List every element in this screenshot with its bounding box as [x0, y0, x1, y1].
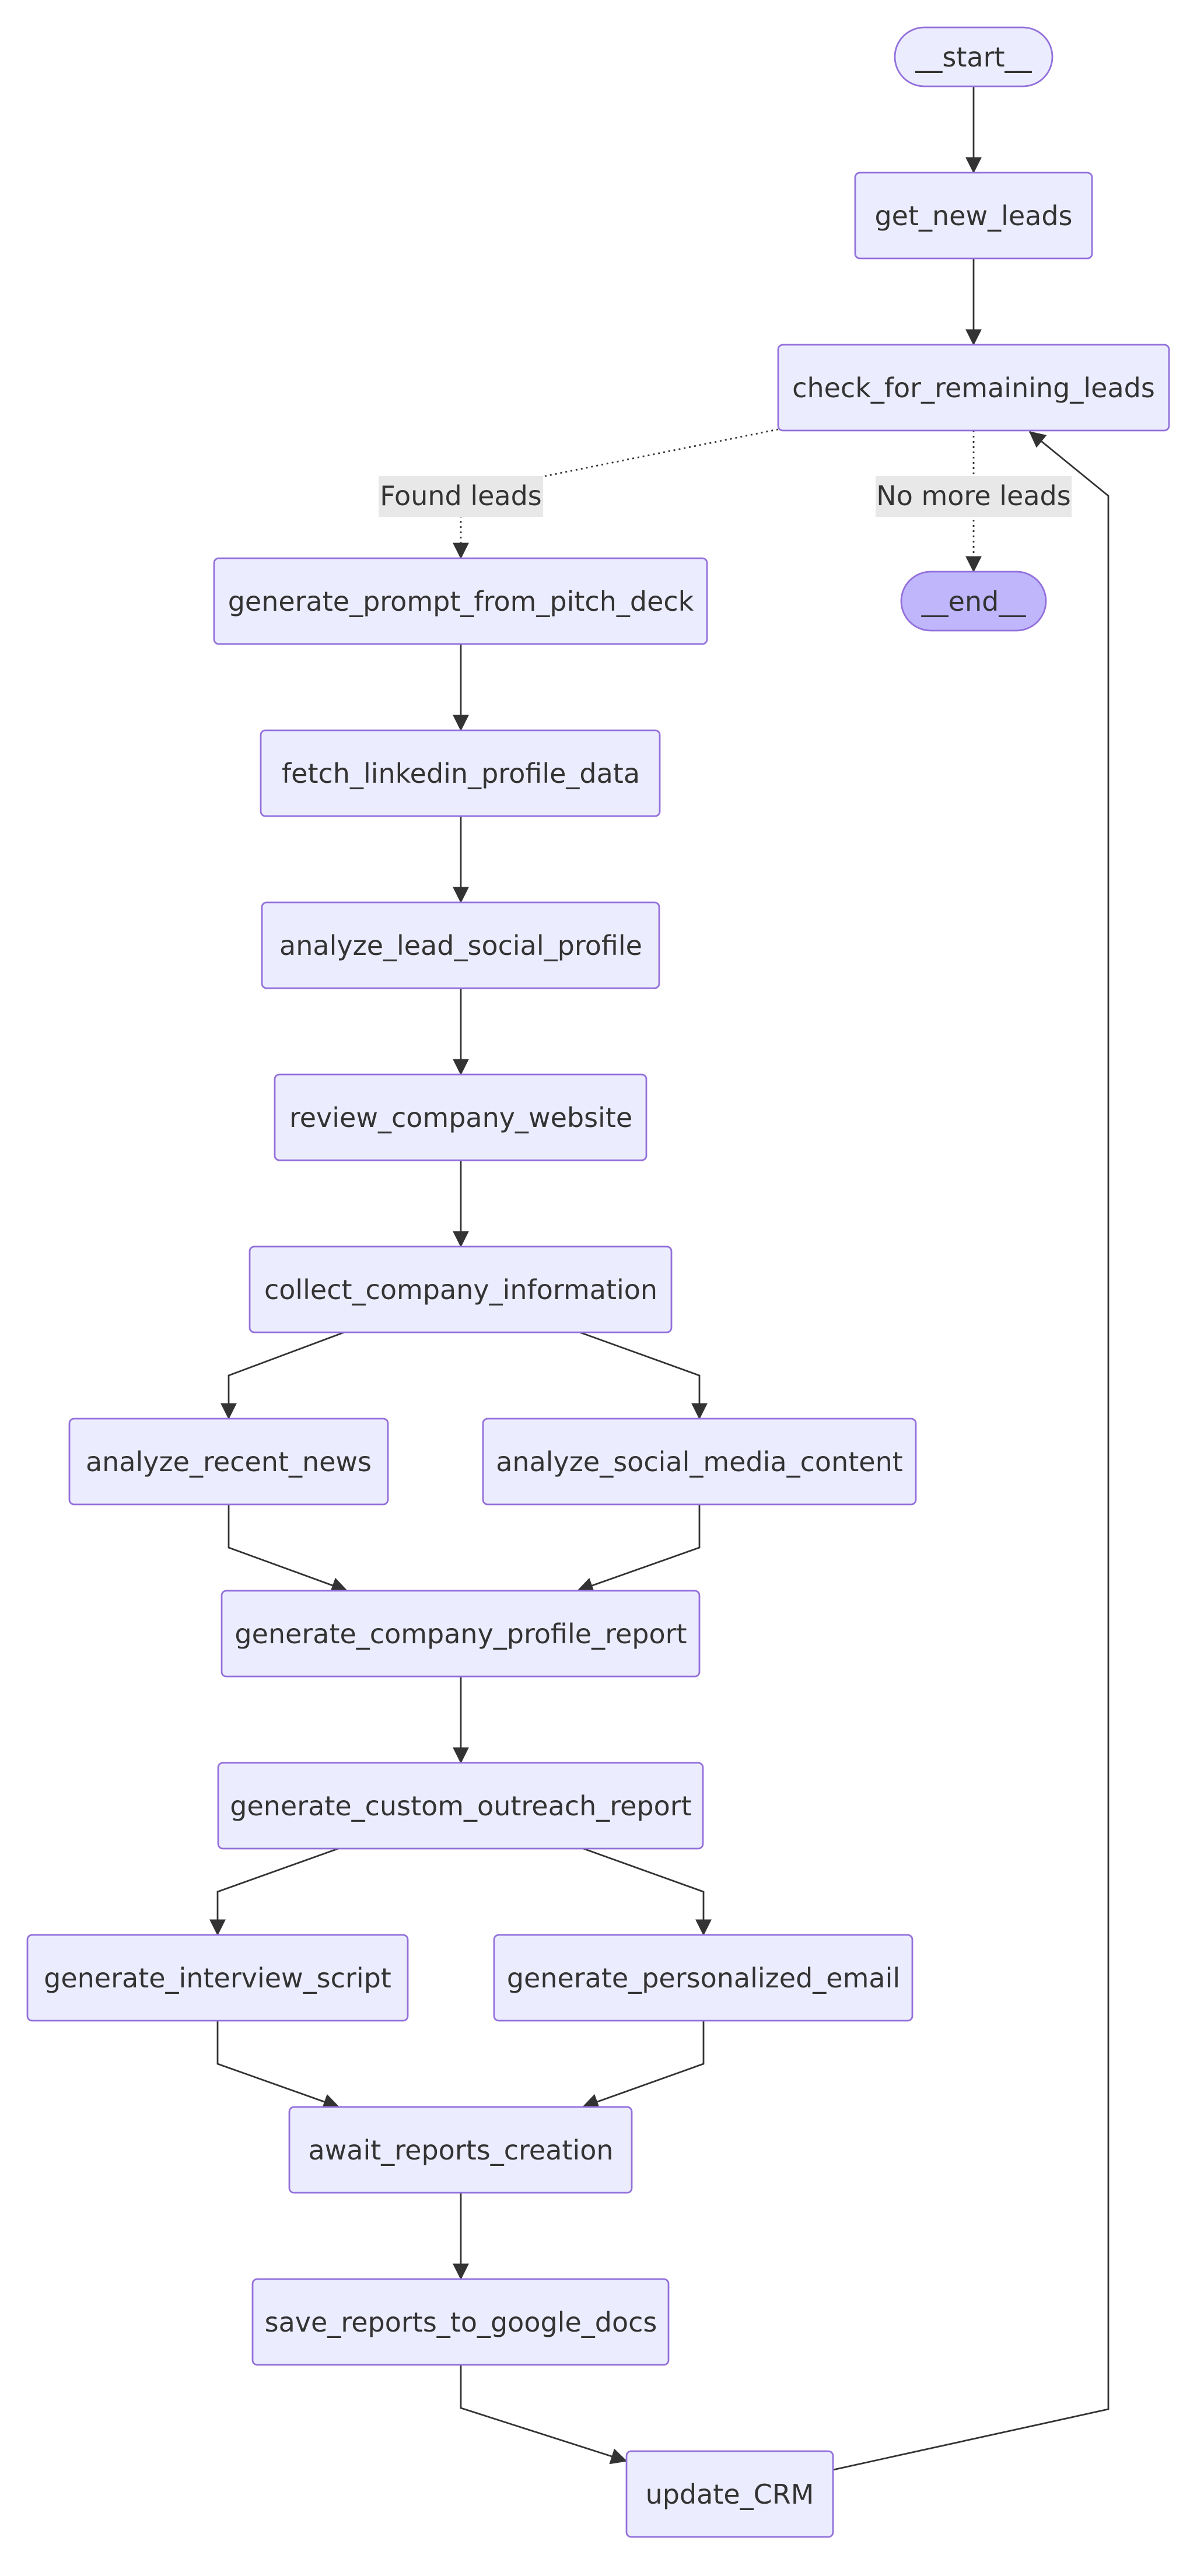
- node-end[interactable]: __end__: [900, 570, 1047, 632]
- node-analyze-social-media-content[interactable]: analyze_social_media_content: [482, 1418, 917, 1506]
- edge-analyze-news-to-company-profile: [228, 1504, 348, 1594]
- edges: [209, 86, 1110, 2471]
- svg-text:analyze_lead_social_profile: analyze_lead_social_profile: [279, 930, 642, 961]
- svg-text:__start__: __start__: [915, 41, 1032, 73]
- edge-custom-outreach-to-personalized-email: [583, 1847, 712, 1936]
- node-analyze-lead-social-profile[interactable]: analyze_lead_social_profile: [261, 901, 660, 989]
- svg-text:review_company_website: review_company_website: [289, 1102, 632, 1133]
- edge-collect-info-to-analyze-social: [579, 1331, 708, 1420]
- node-review-company-website[interactable]: review_company_website: [274, 1073, 648, 1161]
- edge-label-found-leads: Found leads: [379, 476, 543, 517]
- node-update-crm[interactable]: update_CRM: [625, 2450, 834, 2538]
- edge-custom-outreach-to-interview-script: [209, 1847, 339, 1936]
- edge-collect-info-to-analyze-news: [220, 1331, 345, 1420]
- node-analyze-recent-news[interactable]: analyze_recent_news: [68, 1418, 389, 1506]
- node-check-for-remaining-leads[interactable]: check_for_remaining_leads: [777, 344, 1170, 432]
- svg-text:analyze_recent_news: analyze_recent_news: [86, 1446, 372, 1478]
- edge-personalized-email-to-await-reports: [582, 2021, 705, 2110]
- node-get-new-leads[interactable]: get_new_leads: [854, 172, 1093, 260]
- svg-text:analyze_social_media_content: analyze_social_media_content: [496, 1446, 903, 1478]
- svg-text:fetch_linkedin_profile_data: fetch_linkedin_profile_data: [282, 758, 640, 789]
- node-save-reports-to-google-docs[interactable]: save_reports_to_google_docs: [251, 2278, 670, 2366]
- svg-text:get_new_leads: get_new_leads: [874, 200, 1072, 232]
- node-generate-interview-script[interactable]: generate_interview_script: [26, 1934, 409, 2022]
- svg-text:save_reports_to_google_docs: save_reports_to_google_docs: [265, 2306, 657, 2338]
- svg-text:Found leads: Found leads: [380, 480, 542, 512]
- svg-text:collect_company_information: collect_company_information: [264, 1274, 657, 1306]
- edge-label-no-more-leads: No more leads: [876, 476, 1072, 517]
- svg-text:generate_prompt_from_pitch_dec: generate_prompt_from_pitch_deck: [228, 586, 694, 617]
- svg-text:generate_company_profile_repor: generate_company_profile_report: [235, 1618, 687, 1650]
- node-fetch-linkedin-profile-data[interactable]: fetch_linkedin_profile_data: [260, 729, 661, 817]
- svg-text:generate_personalized_email: generate_personalized_email: [507, 1962, 900, 1994]
- svg-text:await_reports_creation: await_reports_creation: [308, 2134, 613, 2166]
- svg-text:__end__: __end__: [921, 586, 1027, 617]
- edge-save-docs-to-update-crm: [460, 2365, 628, 2465]
- svg-text:generate_custom_outreach_repor: generate_custom_outreach_report: [230, 1790, 691, 1822]
- edge-interview-script-to-await-reports: [216, 2021, 340, 2110]
- svg-text:generate_interview_script: generate_interview_script: [44, 1962, 391, 1994]
- edge-analyze-social-to-company-profile: [576, 1504, 701, 1594]
- node-generate-company-profile-report[interactable]: generate_company_profile_report: [220, 1590, 701, 1678]
- svg-text:check_for_remaining_leads: check_for_remaining_leads: [792, 372, 1155, 404]
- node-collect-company-information[interactable]: collect_company_information: [249, 1245, 673, 1334]
- svg-text:No more leads: No more leads: [876, 480, 1070, 512]
- edge-update-crm-to-check: [832, 430, 1110, 2471]
- node-await-reports-creation[interactable]: await_reports_creation: [288, 2106, 633, 2194]
- node-start[interactable]: __start__: [894, 26, 1054, 88]
- node-generate-personalized-email[interactable]: generate_personalized_email: [493, 1934, 914, 2022]
- node-generate-prompt-from-pitch-deck[interactable]: generate_prompt_from_pitch_deck: [213, 557, 708, 645]
- node-generate-custom-outreach-report[interactable]: generate_custom_outreach_report: [217, 1762, 704, 1850]
- svg-text:update_CRM: update_CRM: [646, 2479, 814, 2510]
